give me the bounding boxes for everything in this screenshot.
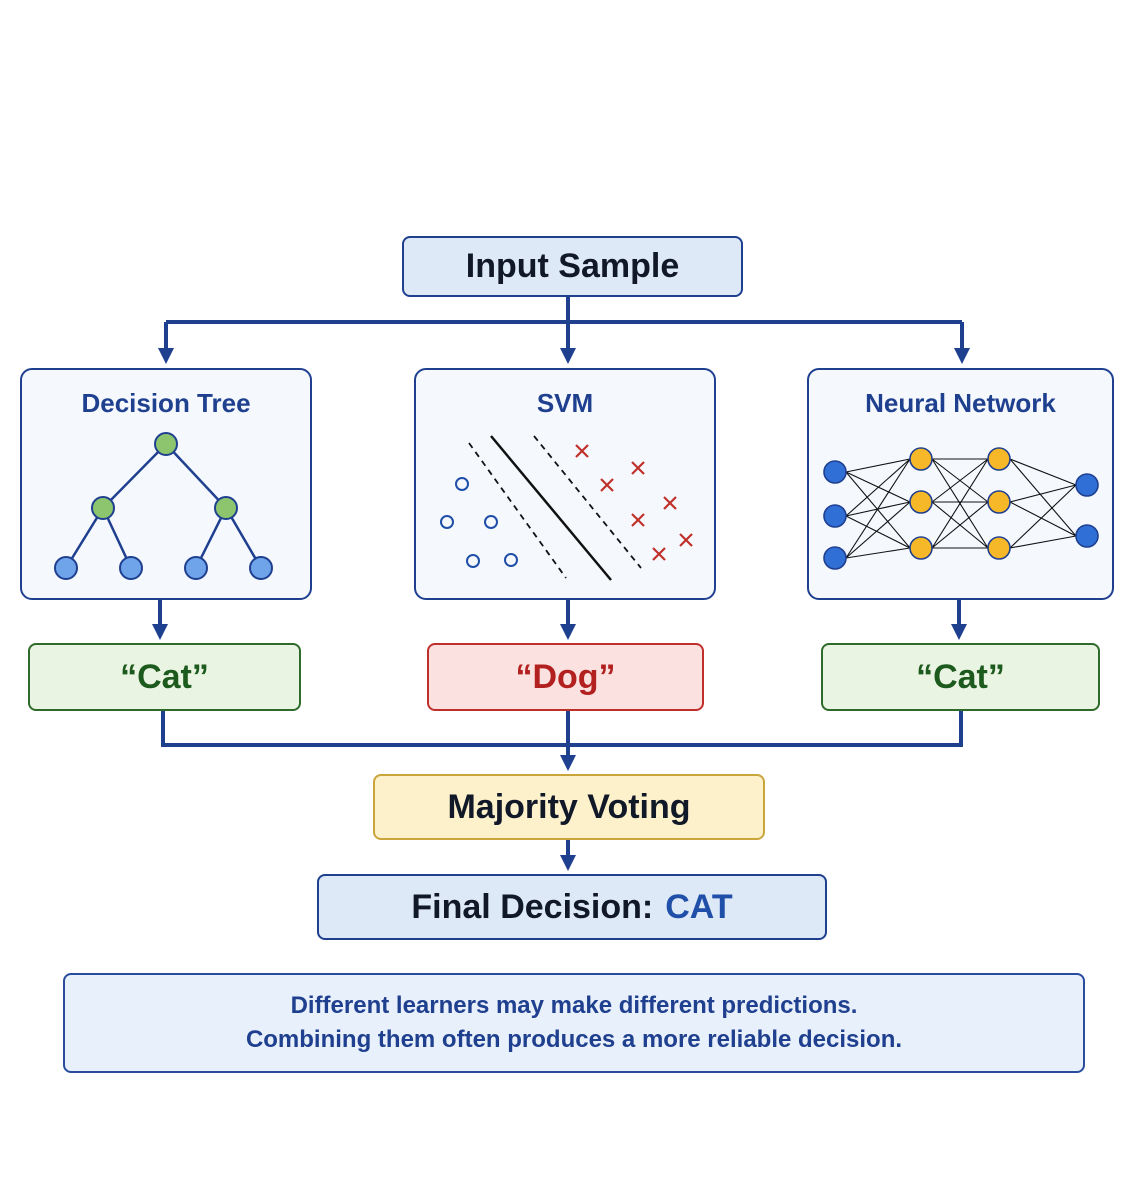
nn-connection — [845, 458, 911, 517]
arrow-merge-bar — [161, 711, 963, 747]
svm-class-a-point — [455, 477, 469, 491]
tree-root-node — [154, 432, 178, 456]
nn-hidden-node — [987, 490, 1011, 514]
tree-internal-node — [91, 496, 115, 520]
nn-output-node — [1075, 473, 1099, 497]
svm-prediction: “Dog” — [427, 643, 704, 711]
majority-voting-label: Majority Voting — [447, 787, 691, 826]
neural-network-prediction: “Cat” — [821, 643, 1100, 711]
svm-margin-line — [468, 442, 567, 579]
nn-connection — [931, 458, 989, 503]
majority-voting-box: Majority Voting — [373, 774, 765, 840]
decision-tree-prediction-label: “Cat” — [120, 657, 209, 696]
svm-class-a-point — [440, 515, 454, 529]
explanation-note: Different learners may make different pr… — [63, 973, 1085, 1073]
neural-network-title: Neural Network — [865, 388, 1056, 418]
nn-connection — [845, 547, 911, 559]
nn-hidden-node — [909, 490, 933, 514]
svm-class-b-point — [600, 478, 614, 492]
svm-panel: SVM — [414, 368, 716, 600]
svm-class-b-point — [575, 444, 589, 458]
svm-margin-plot-icon — [440, 435, 693, 581]
neural-network-panel: Neural Network — [807, 368, 1114, 600]
nn-connection — [931, 501, 989, 549]
binary-tree-icon — [54, 432, 273, 580]
svm-class-b-point — [652, 547, 666, 561]
nn-connection — [1009, 501, 1077, 537]
final-decision-box: Final Decision: CAT — [317, 874, 827, 940]
neural-network-prediction-label: “Cat” — [916, 657, 1005, 696]
nn-connection — [845, 501, 911, 559]
nn-input-node — [823, 460, 847, 484]
svm-class-b-point — [631, 513, 645, 527]
decision-tree-title: Decision Tree — [81, 388, 251, 418]
note-line-2: Combining them often produces a more rel… — [245, 1026, 903, 1053]
nn-connection — [1009, 458, 1077, 486]
svm-prediction-label: “Dog” — [515, 657, 616, 696]
nn-hidden-node — [909, 447, 933, 471]
tree-leaf-node — [184, 556, 208, 580]
svm-decision-boundary — [490, 435, 612, 581]
decision-tree-prediction: “Cat” — [28, 643, 301, 711]
nn-connection — [931, 458, 989, 549]
svm-title: SVM — [536, 388, 594, 418]
nn-connection — [845, 458, 911, 473]
nn-connection — [845, 458, 911, 559]
nn-input-node — [823, 504, 847, 528]
nn-connection — [845, 515, 911, 549]
svm-class-a-point — [484, 515, 498, 529]
note-line-1: Different learners may make different pr… — [290, 992, 858, 1019]
tree-internal-node — [214, 496, 238, 520]
nn-connection — [1009, 458, 1077, 537]
nn-hidden-node — [987, 536, 1011, 560]
svm-class-a-point — [504, 553, 518, 567]
tree-leaf-node — [119, 556, 143, 580]
nn-output-node — [1075, 524, 1099, 548]
svm-class-b-point — [663, 496, 677, 510]
nn-hidden-node — [909, 536, 933, 560]
input-sample-box: Input Sample — [402, 236, 743, 297]
tree-leaf-node — [54, 556, 78, 580]
nn-connection — [1009, 484, 1077, 503]
svm-class-b-point — [679, 533, 693, 547]
nn-input-node — [823, 546, 847, 570]
svm-class-a-point — [466, 554, 480, 568]
nn-connection — [1009, 484, 1077, 549]
nn-connection — [845, 471, 911, 549]
decision-tree-panel: Decision Tree — [20, 368, 312, 600]
input-sample-label: Input Sample — [465, 247, 680, 285]
nn-hidden-node — [987, 447, 1011, 471]
svm-class-b-point — [631, 461, 645, 475]
neural-network-icon — [823, 447, 1099, 570]
final-decision-label: Final Decision: — [411, 887, 654, 926]
final-decision-value: CAT — [665, 887, 733, 926]
tree-leaf-node — [249, 556, 273, 580]
nn-connection — [1009, 535, 1077, 549]
